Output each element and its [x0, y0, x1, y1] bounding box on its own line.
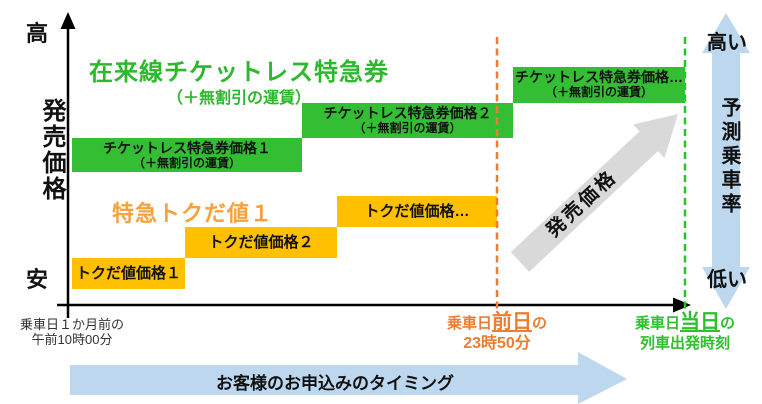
price-label: チケットレス特急券価格１: [103, 140, 271, 156]
green-price-step-2: チケットレス特急券価格２ （＋無割引の運賃）: [302, 103, 513, 138]
occupancy-low-label: 低い: [707, 269, 747, 291]
start-label-line1: 乗車日１か月前の: [19, 317, 124, 332]
fare-note: （＋無割引の運賃）: [353, 121, 462, 135]
x-axis-start-label: 乗車日１か月前の 午前10時00分: [8, 317, 136, 347]
orange-price-step-3: トクだ値価格…: [337, 196, 497, 227]
y-axis-arrowhead-icon: [60, 12, 76, 29]
deadline-label: 乗車日前日の 23時50分: [431, 312, 563, 353]
booking-timing-arrow: [70, 352, 627, 404]
price-trend-arrowhead-icon: [633, 114, 678, 159]
price-label: チケットレス特急券価格…: [515, 69, 683, 85]
deadline-emphasis: 前日: [492, 311, 532, 333]
green-series-heading: 在来線チケットレス特急券: [89, 59, 389, 86]
departure-emphasis: 当日: [680, 311, 720, 333]
y-axis-high-label: 高: [26, 21, 49, 46]
departure-label: 乗車日当日の 列車出発時刻: [619, 312, 751, 353]
start-label-line2: 午前10時00分: [31, 332, 113, 347]
departure-line1: 乗車日当日の: [619, 312, 751, 334]
orange-series-heading: 特急トクだ値１: [112, 201, 274, 226]
deadline-prefix: 乗車日: [446, 315, 492, 332]
departure-line2: 列車出発時刻: [639, 335, 730, 352]
booking-timing-label: お客様のお申込みのタイミング: [216, 374, 454, 393]
occupancy-axis-title: 予測乗車率: [718, 97, 740, 217]
fare-note: （＋無割引の運賃）: [544, 85, 653, 99]
occupancy-double-arrow: [702, 13, 750, 309]
y-axis-title: 発売価格: [38, 98, 65, 202]
fare-note: （＋無割引の運賃）: [132, 156, 241, 170]
orange-price-step-2: トクだ値価格２: [185, 227, 337, 258]
green-price-step-3: チケットレス特急券価格… （＋無割引の運賃）: [513, 67, 685, 103]
y-axis-low-label: 安: [26, 267, 49, 292]
deadline-line1: 乗車日前日の: [431, 312, 563, 334]
occupancy-high-label: 高い: [707, 32, 747, 54]
price-trend-arrow-body: [510, 131, 659, 272]
price-label: チケットレス特急券価格２: [323, 105, 492, 121]
departure-suffix: の: [720, 315, 736, 332]
deadline-suffix: の: [532, 315, 548, 332]
green-price-step-1: チケットレス特急券価格１ （＋無割引の運賃）: [72, 138, 302, 172]
deadline-line2: 23時50分: [463, 335, 531, 352]
x-axis-arrowhead-icon: [673, 297, 691, 313]
green-series-subheading: （＋無割引の運賃）: [166, 90, 311, 107]
orange-price-step-1: トクだ値価格１: [72, 258, 185, 289]
departure-prefix: 乗車日: [634, 315, 680, 332]
